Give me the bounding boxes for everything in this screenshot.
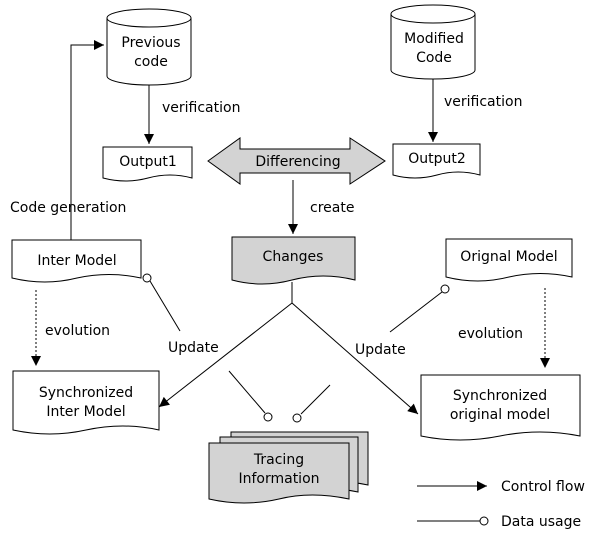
evolution-right-label: evolution xyxy=(458,326,523,342)
legend-data-usage-label: Data usage xyxy=(501,514,581,530)
tracing-data-usage-circle-left xyxy=(263,412,273,422)
differencing-label: Differencing xyxy=(255,154,340,170)
changes-label: Changes xyxy=(263,249,324,265)
sync-inter-model-node: Synchronized Inter Model xyxy=(12,370,160,435)
tracing-data-usage-circle-right xyxy=(292,413,302,423)
update-left-arrow xyxy=(158,302,293,408)
previous-code-node: Previous code xyxy=(106,8,192,86)
tracing-label-line1: Tracing xyxy=(253,452,304,468)
inter-model-data-usage-line xyxy=(149,280,181,332)
inter-model-node: Inter Model xyxy=(11,239,142,283)
inter-model-data-usage-circle xyxy=(142,273,152,283)
code-generation-arrow xyxy=(70,40,104,240)
tracing-data-usage-line-right xyxy=(300,384,331,415)
orignal-model-node: Orignal Model xyxy=(445,238,573,282)
create-label: create xyxy=(310,200,354,216)
output1-node: Output1 xyxy=(102,146,193,182)
differencing-node: Differencing xyxy=(207,137,386,185)
inter-model-label: Inter Model xyxy=(37,253,116,269)
orignal-model-data-usage-line xyxy=(389,291,443,333)
verification-left-label: verification xyxy=(162,100,240,116)
output2-label: Output2 xyxy=(408,151,466,167)
update-left-label: Update xyxy=(168,340,219,356)
sync-original-model-node: Synchronized original model xyxy=(420,374,581,441)
sync-original-model-label-line1: Synchronized xyxy=(453,388,547,404)
verification-right-label: verification xyxy=(444,94,522,110)
modified-code-label-line2: Code xyxy=(416,50,452,66)
update-right-arrow xyxy=(291,302,419,415)
orignal-model-data-usage-circle xyxy=(440,284,450,294)
tracing-label-line2: Information xyxy=(238,471,319,487)
previous-code-label-line2: code xyxy=(134,54,168,70)
sync-original-model-label-line2: original model xyxy=(450,407,550,423)
legend-data-usage-circle xyxy=(479,516,489,526)
evolution-left-label: evolution xyxy=(45,323,110,339)
output1-label: Output1 xyxy=(119,154,177,170)
modified-code-label-line1: Modified xyxy=(404,31,464,47)
modified-code-node: Modified Code xyxy=(390,4,476,80)
sync-inter-model-label-line2: Inter Model xyxy=(46,404,125,420)
tracing-data-usage-line-left xyxy=(228,370,266,414)
tracing-information-node: Tracing Information xyxy=(208,431,369,504)
previous-code-label-line1: Previous xyxy=(121,35,180,51)
output2-node: Output2 xyxy=(392,143,481,179)
orignal-model-label: Orignal Model xyxy=(460,249,557,265)
legend-control-flow-label: Control flow xyxy=(501,479,585,495)
changes-node: Changes xyxy=(231,236,356,285)
update-right-label: Update xyxy=(355,342,406,358)
sync-inter-model-label-line1: Synchronized xyxy=(39,385,133,401)
code-generation-label: Code generation xyxy=(10,200,126,216)
legend: Control flow Data usage xyxy=(417,479,585,530)
